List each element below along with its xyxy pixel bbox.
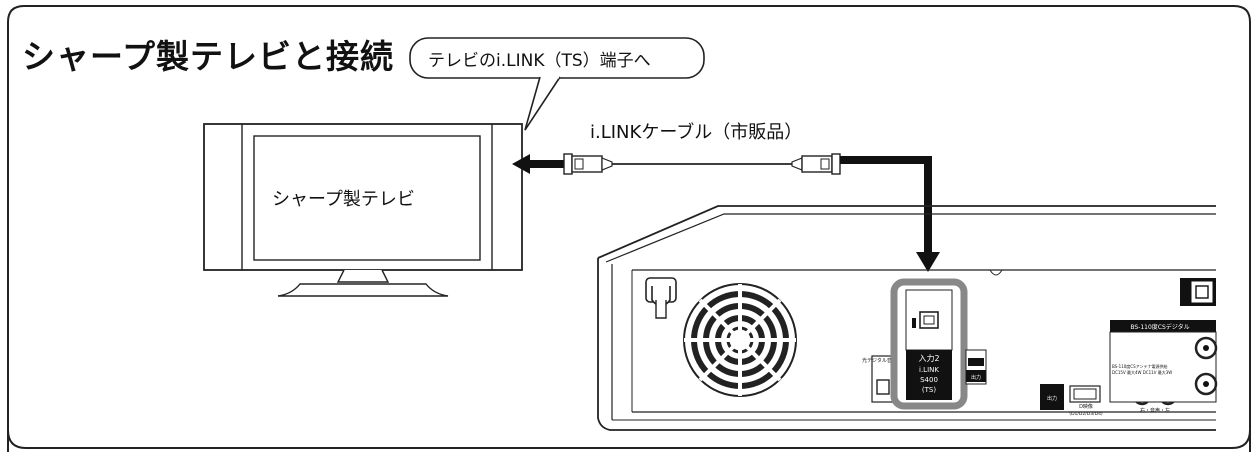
svg-text:i.LINK: i.LINK	[919, 366, 939, 374]
bs-antenna-panel: BS-110度CSデジタル BS-110度CSアンテナ電源供給 DC15V 最大…	[1109, 320, 1218, 403]
power-plug	[645, 277, 677, 319]
page-title: シャープ製テレビと接続	[22, 37, 395, 76]
lan-port	[1180, 278, 1216, 306]
hdmi-port: 出力	[965, 349, 987, 385]
cooling-fan	[683, 283, 797, 397]
svg-text:DC15V 最大4W DC11V 最大3W: DC15V 最大4W DC11V 最大3W	[1112, 369, 1172, 375]
left-connector	[563, 153, 613, 175]
svg-text:(D1/D2/D3/D4): (D1/D2/D3/D4)	[1069, 411, 1103, 417]
svg-text:出力: 出力	[1047, 395, 1057, 402]
svg-text:S400: S400	[920, 376, 938, 384]
callout-bubble: テレビのi.LINK（TS）端子へ	[409, 37, 705, 131]
optical-port: 光デジタル音声	[862, 355, 897, 403]
tv-label: シャープ製テレビ	[272, 189, 415, 210]
svg-text:入力2: 入力2	[918, 353, 939, 363]
svg-text:BS-110度CSアンテナ電源供給: BS-110度CSアンテナ電源供給	[1112, 363, 1167, 369]
right-connector	[791, 153, 841, 175]
svg-text:D映像: D映像	[1079, 403, 1093, 410]
callout-text: テレビのi.LINK（TS）端子へ	[428, 51, 651, 71]
tv-illustration: シャープ製テレビ	[203, 123, 523, 297]
recorder-illustration: 光デジタル音声 入力2 i.LINK S400 (TS) 出力	[597, 205, 1218, 431]
svg-text:光デジタル音声: 光デジタル音声	[862, 357, 897, 364]
svg-text:右・音声・左: 右・音声・左	[1140, 407, 1170, 414]
outer-frame	[7, 5, 1251, 452]
frame-bottom	[7, 429, 1251, 449]
svg-text:BS-110度CSデジタル: BS-110度CSデジタル	[1130, 323, 1189, 331]
cable-label: i.LINKケーブル（市販品）	[590, 121, 802, 143]
svg-text:(TS): (TS)	[922, 386, 936, 394]
ilink-port-highlight: 入力2 i.LINK S400 (TS)	[890, 278, 968, 410]
svg-text:出力: 出力	[971, 374, 981, 381]
ilink-cable: i.LINKケーブル（市販品）	[512, 121, 940, 272]
